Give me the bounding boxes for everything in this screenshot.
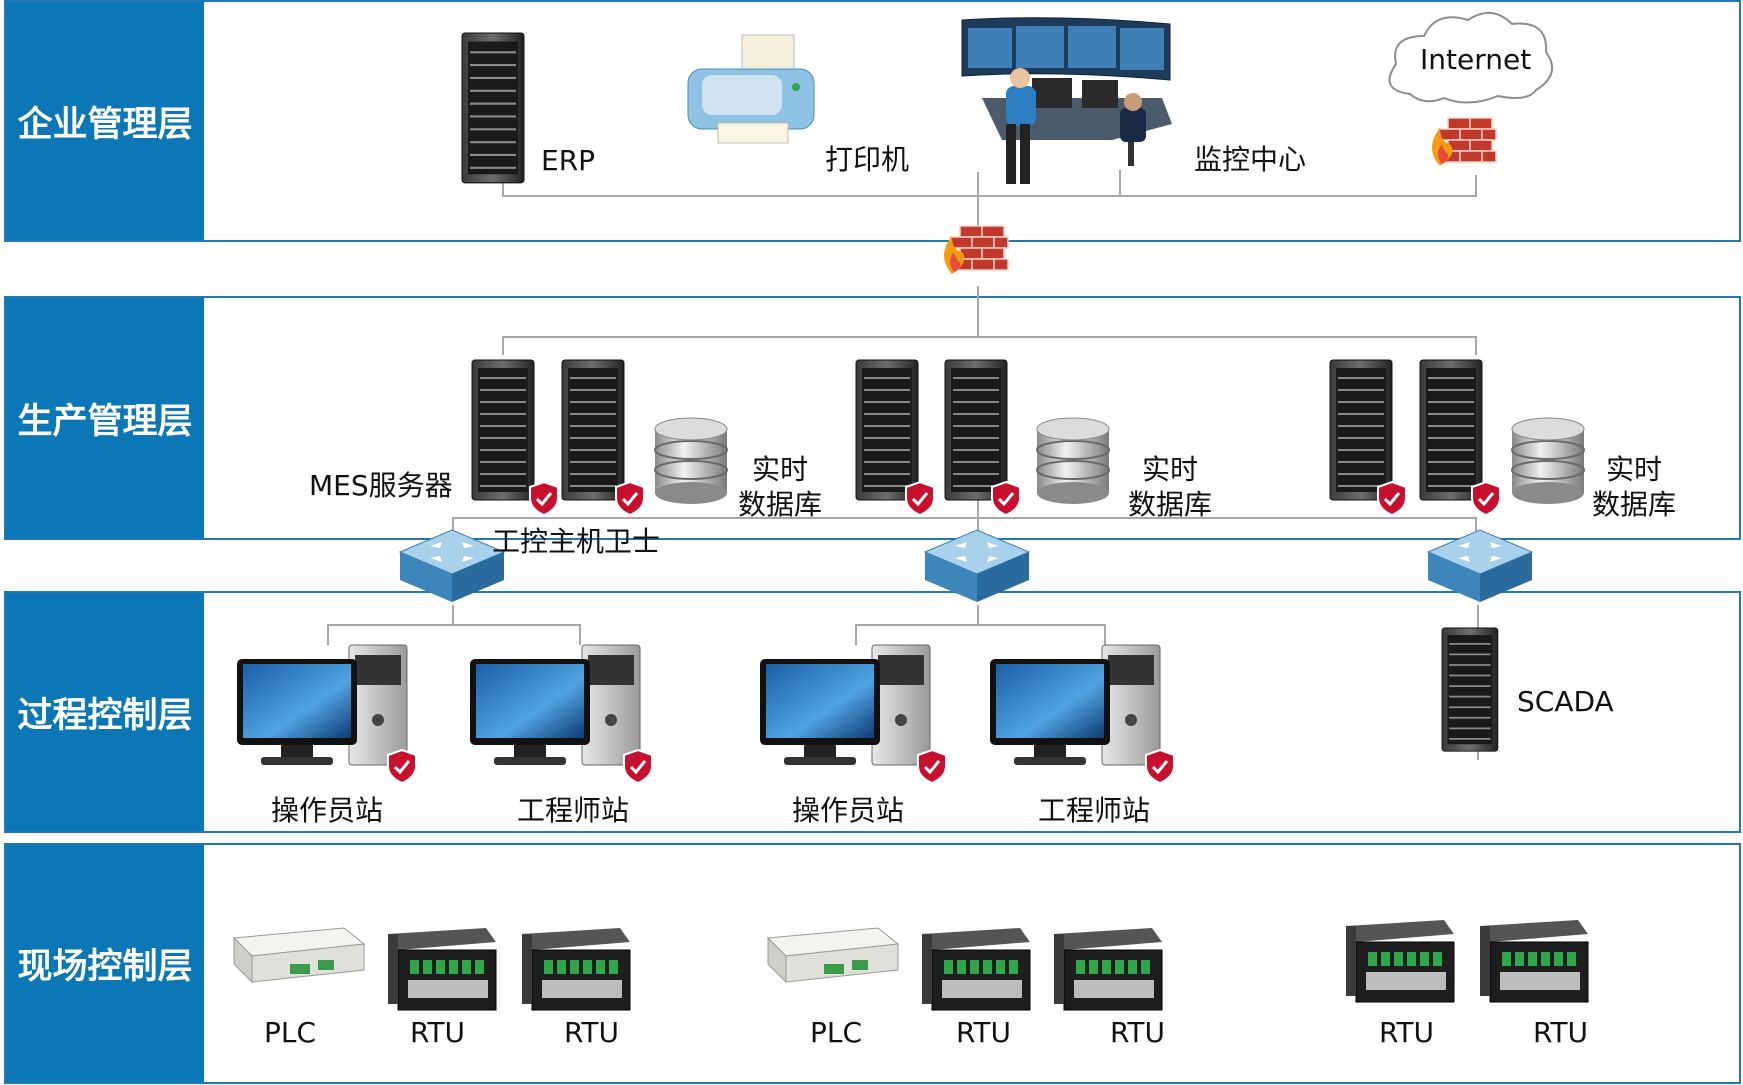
server-icon [1329,359,1393,501]
rtu-label-2: RTU [564,1016,620,1049]
scada-label: SCADA [1517,685,1614,718]
realtime-db-label-1b: 数据库 [738,488,823,521]
shield-icon [528,480,560,517]
rtu-icon [1479,919,1589,1003]
mes-server-group-2 [855,359,1110,517]
server-icon [1419,359,1483,501]
rtu-label-5: RTU [1379,1016,1435,1049]
shield-icon [614,480,646,517]
mes-server-group-1 [471,359,728,517]
shield-icon [990,480,1022,517]
server-icon [855,359,919,501]
engineer-station-label-2: 工程师站 [1038,794,1151,827]
realtime-db-label-3a: 实时 [1606,453,1663,486]
operator-station-pc-icon [759,644,931,766]
realtime-db-label-3b: 数据库 [1592,488,1677,521]
operator-station-label-1: 操作员站 [271,794,384,827]
server-icon [471,359,535,501]
realtime-db-label-1a: 实时 [752,453,809,486]
shield-icon [1144,748,1176,785]
printer-label: 打印机 [825,143,910,176]
shield-icon [1470,480,1502,517]
engineer-station-pc-icon [469,644,641,766]
rtu-icon [1345,919,1455,1003]
plc-icon [233,927,365,983]
plc-label-1: PLC [264,1016,317,1049]
switch-icon [1427,529,1533,603]
server-icon [561,359,625,501]
plc-icon [767,927,899,983]
erp-label: ERP [541,144,596,177]
rtu-icon [1053,927,1163,1011]
server-icon [944,359,1008,501]
engineer-station-label-1: 工程师站 [517,794,630,827]
operator-station-label-2: 操作员站 [792,794,905,827]
shield-icon [1376,480,1408,517]
operator-station-pc-icon [236,644,408,766]
realtime-db-label-2a: 实时 [1142,453,1199,486]
host-guard-label: 工控主机卫士 [492,525,661,558]
database-icon [1511,417,1585,505]
connection-lines [327,170,1479,760]
engineer-station-pc-icon [989,644,1161,766]
erp-server-icon [460,31,526,184]
shield-icon [904,480,936,517]
printer-icon [687,34,815,144]
switch-icon [924,529,1030,603]
layer-label-enterprise: 企业管理层 [6,2,204,240]
firewall-icon [943,225,1009,275]
switch-icon [399,529,505,603]
mes-server-label: MES服务器 [309,469,453,502]
scada-server-icon [1441,627,1499,753]
shield-icon [386,748,418,785]
layer-label-field: 现场控制层 [6,845,204,1082]
layer-label-process: 过程控制层 [6,593,204,831]
database-icon [654,417,728,505]
internet-label: Internet [1420,43,1532,76]
internet-firewall-icon [1431,117,1497,167]
rtu-label-3: RTU [956,1016,1012,1049]
monitor-center-icon [961,17,1172,184]
plc-label-2: PLC [810,1016,863,1049]
shield-icon [916,748,948,785]
mes-server-group-3 [1329,359,1585,517]
shield-icon [622,748,654,785]
rtu-icon [387,927,497,1011]
realtime-db-label-2b: 数据库 [1128,488,1213,521]
rtu-icon [921,927,1031,1011]
internet-cloud-icon [1388,12,1554,104]
rtu-label-6: RTU [1533,1016,1589,1049]
monitor-center-label: 监控中心 [1194,143,1307,176]
rtu-icon [521,927,631,1011]
rtu-label-1: RTU [410,1016,466,1049]
layer-label-production: 生产管理层 [6,298,204,538]
database-icon [1036,417,1110,505]
rtu-label-4: RTU [1110,1016,1166,1049]
